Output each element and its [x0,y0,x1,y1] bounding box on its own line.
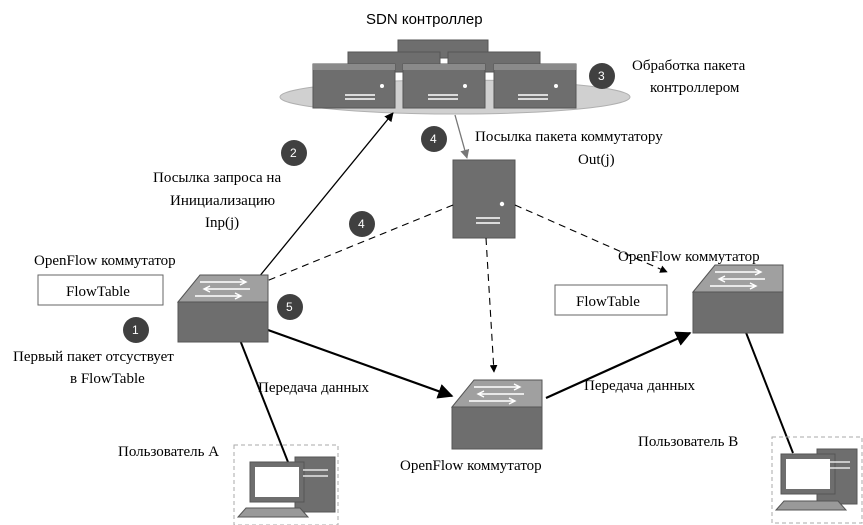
right-switch-label: OpenFlow коммутатор [618,249,760,265]
data-transfer-right-label: Передача данных [584,378,696,394]
init-request-arrow [253,112,394,284]
flowtable-left-label: FlowTable [66,284,130,300]
flowtable-right-box [554,284,668,316]
controller-server-3 [493,63,577,109]
sdn-controller [279,39,631,115]
svg-text:2: 2 [290,146,297,160]
flowtable-right-label: FlowTable [576,294,640,310]
first-packet-label: Первый пакет отсуствует в FlowTable [13,349,178,387]
user-b-cable [744,329,794,454]
svg-text:1: 1 [132,323,139,337]
badge-4-top: 4 [421,126,447,152]
bottom-switch-label: OpenFlow коммутатор [400,458,542,474]
user-a-computer-icon [233,444,339,525]
svg-text:5: 5 [286,300,293,314]
controller-title: SDN контроллер [366,11,483,28]
send-to-switch-label: Посылка пакета коммутатору Out(j) [475,129,666,168]
data-left-arrow [267,328,454,399]
left-switch [176,274,269,343]
forwarding-server [452,159,516,239]
controller-to-server-arrow [454,114,470,159]
server-to-left-switch-arrow [251,204,454,288]
badge-4-mid: 4 [349,211,375,237]
svg-text:4: 4 [430,132,437,146]
controller-processing-label: Обработка пакета контроллером [632,58,749,96]
badge-3: 3 [589,63,615,89]
data-transfer-left-label: Передача данных [258,380,370,396]
controller-server-2 [402,63,486,109]
switch-arrows-icon [195,278,250,300]
controller-server-1 [312,63,396,109]
switch-arrows-icon [710,268,765,290]
data-right-arrow [545,331,692,400]
badge-1: 1 [123,317,149,343]
badge-5: 5 [277,294,303,320]
user-b-label: Пользователь В [638,434,738,450]
bottom-switch [450,379,543,450]
switch-arrows-icon [469,383,524,405]
user-a-label: Пользователь А [118,444,219,460]
init-request-label: Посылка запроса на Инициализацию Inp(j) [153,170,285,231]
user-a-cable [239,339,289,463]
badge-2: 2 [281,140,307,166]
svg-text:3: 3 [598,69,605,83]
right-switch [691,264,784,334]
server-to-right-switch-arrow [514,204,668,273]
svg-text:4: 4 [358,217,365,231]
flowtable-left-box [37,274,164,306]
left-switch-label: OpenFlow коммутатор [34,253,176,269]
user-b-computer-icon [771,436,863,524]
server-to-bottom-switch-arrow [485,237,498,373]
